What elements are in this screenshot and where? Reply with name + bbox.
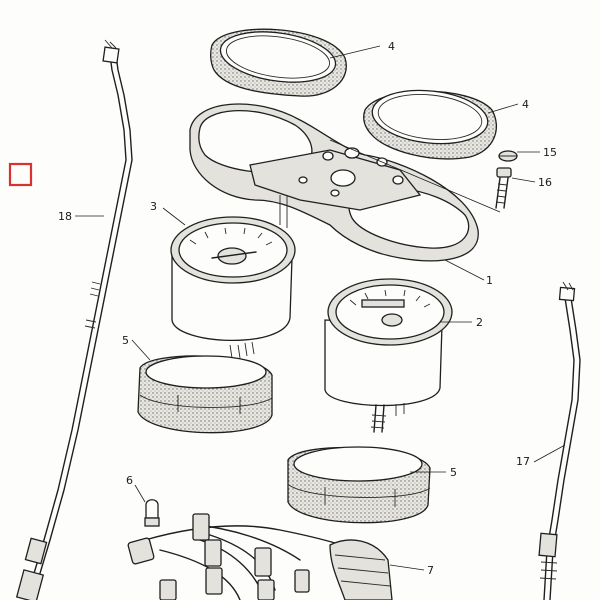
grommet-15 [498, 150, 518, 162]
wiring-harness-7 [127, 513, 393, 600]
socket-group [127, 513, 310, 600]
label-part-4-top: 4 [388, 40, 395, 53]
cushion-5-right [287, 446, 431, 524]
label-part-1: 1 [486, 274, 493, 287]
label-part-16: 16 [538, 176, 552, 189]
label-part-6: 6 [126, 474, 133, 487]
label-part-5-left: 5 [122, 334, 129, 347]
bezel-ring-4-left [210, 28, 347, 97]
speedometer-2 [324, 278, 453, 433]
tachometer-3 [170, 216, 296, 359]
label-part-3: 3 [150, 200, 157, 213]
label-part-2: 2 [476, 316, 483, 329]
instrument-housing-1 [189, 103, 479, 262]
bulb-6 [144, 499, 160, 527]
label-part-7: 7 [427, 564, 434, 577]
cable-17 [538, 281, 581, 600]
selection-marker[interactable] [8, 162, 33, 187]
bolt-16 [495, 167, 512, 209]
leader-lines [75, 45, 566, 571]
cushion-5-left [137, 355, 273, 434]
label-part-18: 18 [58, 210, 72, 223]
bezel-ring-4-right [363, 89, 497, 160]
cable-18 [15, 39, 133, 600]
label-part-17: 17 [516, 455, 530, 468]
label-part-15: 15 [543, 146, 557, 159]
label-part-5-right: 5 [450, 466, 457, 479]
label-part-4-right: 4 [522, 98, 529, 111]
